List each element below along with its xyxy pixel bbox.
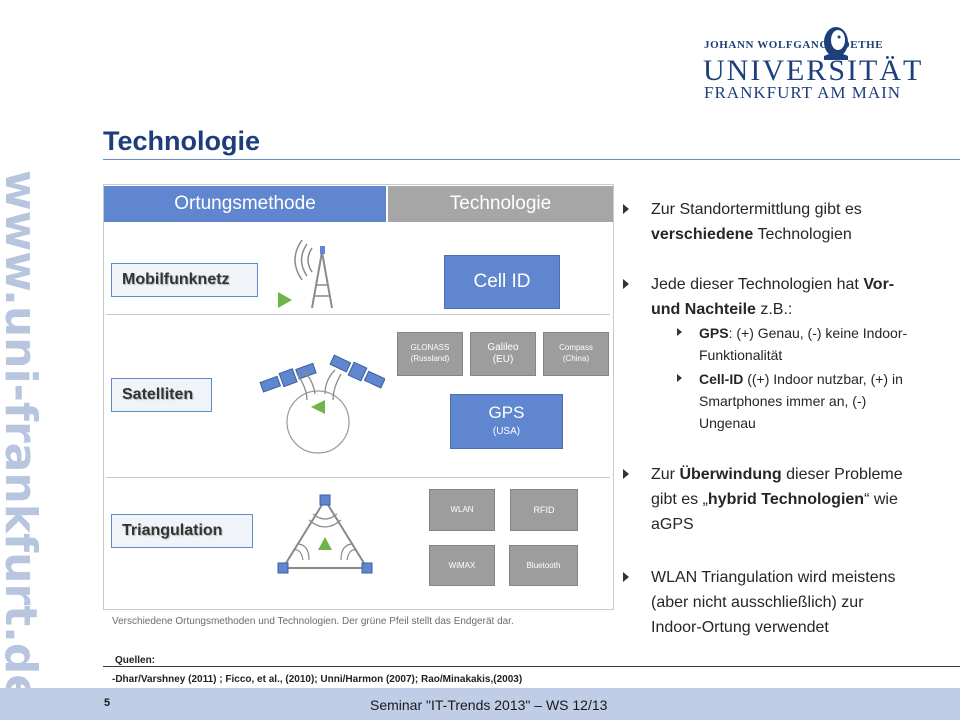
tech-box-wimax: WiMAX xyxy=(429,545,495,586)
sub-bullet-cellid-line-2: Smartphones immer an, (-) xyxy=(699,393,867,409)
tech-box-bluetooth: Bluetooth xyxy=(509,545,578,586)
bullet-1-line-1: Zur Standortermittlung gibt es xyxy=(651,201,862,218)
satellite-illustration xyxy=(259,354,385,454)
bullet-3-line-3: aGPS xyxy=(651,516,694,533)
satellite-icon xyxy=(329,354,385,389)
gps-label: GPS xyxy=(488,403,525,422)
bullet-arrow-icon xyxy=(623,469,629,479)
title-divider xyxy=(103,159,960,160)
sub-bullet-gps: GPS: (+) Genau, (-) keine Indoor- Funkti… xyxy=(699,322,907,366)
bullet-4-line-2: (aber nicht ausschließlich) zur xyxy=(651,594,864,611)
logo-line-1: JOHANN WOLFGANG GOETHE xyxy=(704,39,884,51)
cell-tower-icon xyxy=(278,240,333,309)
page-number: 5 xyxy=(104,697,111,709)
header-ortungsmethode: Ortungsmethode xyxy=(104,186,386,222)
bullet-3-line-1: Zur Überwindung dieser Probleme xyxy=(651,466,903,483)
tech-box-glonass: GLONASS (Russland) xyxy=(397,332,463,376)
diagram-frame xyxy=(103,184,614,610)
tech-box-gps: GPS (USA) xyxy=(450,394,563,449)
sub-bullet-cellid-line-1: Cell-ID ((+) Indoor nutzbar, (+) in xyxy=(699,371,903,387)
row-divider xyxy=(106,477,610,478)
triangulation-illustration xyxy=(277,494,373,574)
compass-label: Compass xyxy=(559,343,593,352)
logo-line-3: FRANKFURT AM MAIN xyxy=(704,83,902,102)
bullet-3: Zur Überwindung dieser Probleme gibt es … xyxy=(651,462,903,537)
logo-line-2: UNIVERSITÄT xyxy=(703,54,924,87)
glonass-sublabel: (Russland) xyxy=(410,354,450,363)
gps-sublabel: (USA) xyxy=(492,426,521,437)
sub-bullet-arrow-icon xyxy=(677,328,682,336)
row-divider xyxy=(106,314,610,315)
diagram-caption: Verschiedene Ortungsmethoden und Technol… xyxy=(112,616,514,627)
bullet-4: WLAN Triangulation wird meistens (aber n… xyxy=(651,565,896,640)
tech-box-compass: Compass (China) xyxy=(543,332,609,376)
sub-bullet-gps-line-1: GPS: (+) Genau, (-) keine Indoor- xyxy=(699,325,908,341)
bullet-2: Jede dieser Technologien hat Vor- und Na… xyxy=(651,272,894,322)
satellite-icon xyxy=(259,362,317,393)
bullet-2-line-1: Jede dieser Technologien hat Vor- xyxy=(651,276,895,293)
bullet-arrow-icon xyxy=(623,279,629,289)
footer-text: Seminar "IT-Trends 2013" – WS 12/13 xyxy=(370,697,608,713)
bullet-4-line-1: WLAN Triangulation wird meistens xyxy=(651,569,896,586)
bullet-3-line-2: gibt es „hybrid Technologien“ wie xyxy=(651,491,898,508)
tech-box-wlan: WLAN xyxy=(429,489,495,531)
tech-box-cellid: Cell ID xyxy=(444,255,560,309)
footer-bar xyxy=(0,688,960,720)
sources-label: Quellen: xyxy=(115,655,156,666)
compass-sublabel: (China) xyxy=(562,354,590,363)
bullet-arrow-icon xyxy=(623,572,629,582)
slide-title: Technologie xyxy=(103,126,261,156)
galileo-label: Galileo xyxy=(487,342,519,353)
sub-bullet-arrow-icon xyxy=(677,374,682,382)
bullet-4-line-3: Indoor-Ortung verwendet xyxy=(651,619,829,636)
bullet-2-line-2: und Nachteile z.B.: xyxy=(651,301,793,318)
galileo-sublabel: (EU) xyxy=(492,354,514,365)
header-technologie: Technologie xyxy=(388,186,613,222)
bullet-1: Zur Standortermittlung gibt es verschied… xyxy=(651,197,862,247)
sources-divider xyxy=(103,666,960,667)
row-label-satelliten: Satelliten xyxy=(111,378,212,412)
bullet-1-line-2: verschiedene Technologien xyxy=(651,226,852,243)
tech-box-galileo: Galileo (EU) xyxy=(470,332,536,376)
bullet-arrow-icon xyxy=(623,204,629,214)
glonass-label: GLONASS xyxy=(410,343,450,352)
tech-box-rfid: RFID xyxy=(510,489,578,531)
row-label-mobilfunknetz: Mobilfunknetz xyxy=(111,263,258,297)
goethe-portrait-icon xyxy=(824,27,848,60)
sources-text: -Dhar/Varshney (2011) ; Ficco, et al., (… xyxy=(112,674,523,685)
sub-bullet-cellid-line-3: Ungenau xyxy=(699,415,756,431)
sub-bullet-gps-line-2: Funktionalität xyxy=(699,347,783,363)
row-label-triangulation: Triangulation xyxy=(111,514,253,548)
sub-bullet-cellid: Cell-ID ((+) Indoor nutzbar, (+) in Smar… xyxy=(699,368,903,434)
